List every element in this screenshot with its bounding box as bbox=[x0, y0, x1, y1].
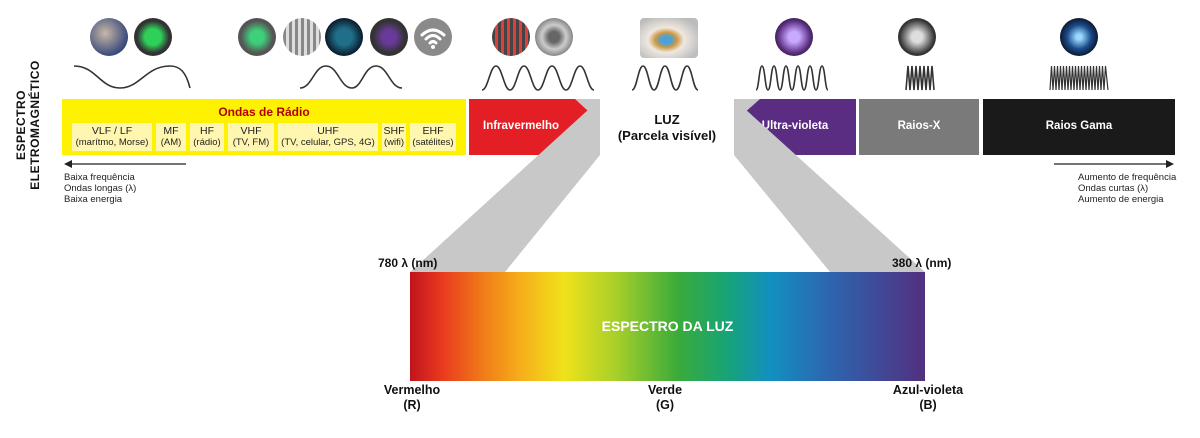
subband-name: HF bbox=[200, 125, 214, 137]
wifi-icon bbox=[414, 18, 452, 56]
subband-desc: (rádio) bbox=[193, 137, 221, 148]
light-label: LUZ (Parcela visível) bbox=[617, 112, 717, 143]
waves-layer bbox=[73, 65, 1109, 91]
subband-name: SHF bbox=[383, 125, 405, 137]
security-camera-icon bbox=[535, 18, 573, 56]
low-frequency-notes: Baixa frequência Ondas longas (λ) Baixa … bbox=[64, 172, 136, 205]
uv-lamp-icon bbox=[775, 18, 813, 56]
note-line: Baixa energia bbox=[64, 194, 123, 205]
xray-hand-icon bbox=[898, 18, 936, 56]
color-code: (B) bbox=[919, 398, 937, 412]
wavelength-780: 780 λ (nm) bbox=[378, 256, 438, 270]
subband-shf: SHF(wifi) bbox=[382, 123, 406, 151]
infrared-corner bbox=[575, 99, 600, 122]
wave-radio-mid bbox=[299, 65, 403, 89]
wave-radio-low bbox=[73, 65, 191, 89]
color-blue-label: Azul-violeta (B) bbox=[880, 383, 976, 413]
ship-radio-icon bbox=[90, 18, 128, 56]
color-name: Azul-violeta bbox=[892, 383, 964, 397]
eye-icon bbox=[640, 18, 698, 58]
xray-label: Raios-X bbox=[897, 120, 941, 132]
note-line: Aumento de frequência bbox=[1078, 172, 1177, 183]
infrared-sensor-icon bbox=[492, 18, 530, 56]
mobile-phone-icon bbox=[238, 18, 276, 56]
subband-desc: (TV, FM) bbox=[232, 137, 270, 148]
television-icon bbox=[370, 18, 408, 56]
gamma-band: Raios Gama bbox=[983, 99, 1175, 155]
uv-corner bbox=[734, 99, 760, 122]
subband-name: EHF bbox=[422, 125, 444, 137]
wavelength-380: 380 λ (nm) bbox=[892, 256, 952, 270]
xray-band: Raios-X bbox=[859, 99, 979, 155]
right-arrowhead bbox=[1166, 160, 1174, 168]
subband-mf: MF(AM) bbox=[156, 123, 186, 151]
subband-vhf: VHF(TV, FM) bbox=[228, 123, 274, 151]
subband-vlf-lf: VLF / LF(marítmo, Morse) bbox=[72, 123, 152, 151]
color-name: Verde bbox=[647, 383, 683, 397]
subband-name: MF bbox=[163, 125, 179, 137]
color-green-label: Verde (G) bbox=[630, 383, 700, 413]
subband-desc: (AM) bbox=[160, 137, 182, 148]
ultraviolet-label: Ultra-violeta bbox=[761, 120, 829, 132]
subband-name: VLF / LF bbox=[91, 125, 133, 137]
funnel-left bbox=[410, 99, 600, 272]
gamma-burst-icon bbox=[1060, 18, 1098, 56]
note-line: Baixa frequência bbox=[64, 172, 135, 183]
fm-radio-icon bbox=[283, 18, 321, 56]
funnel-right bbox=[734, 99, 925, 272]
high-frequency-notes: Aumento de frequência Ondas curtas (λ) A… bbox=[1078, 172, 1176, 205]
color-red-label: Vermelho (R) bbox=[372, 383, 452, 413]
subband-name: VHF bbox=[240, 125, 262, 137]
wave-infrared bbox=[481, 65, 595, 91]
subband-desc: (satélites) bbox=[412, 137, 454, 148]
subband-name: UHF bbox=[317, 125, 339, 137]
wave-uv bbox=[755, 65, 829, 91]
note-line: Ondas longas (λ) bbox=[64, 183, 137, 194]
wave-xray bbox=[905, 65, 935, 91]
subband-desc: (marítmo, Morse) bbox=[75, 137, 149, 148]
subband-uhf: UHF(TV, celular, GPS, 4G) bbox=[278, 123, 378, 151]
left-arrowhead bbox=[64, 160, 72, 168]
note-line: Ondas curtas (λ) bbox=[1078, 183, 1149, 194]
car-display-icon bbox=[325, 18, 363, 56]
wave-light bbox=[631, 65, 699, 91]
subband-hf: HF(rádio) bbox=[190, 123, 224, 151]
color-code: (R) bbox=[403, 398, 421, 412]
subband-desc: (wifi) bbox=[383, 137, 405, 148]
color-code: (G) bbox=[655, 398, 675, 412]
note-line: Aumento de energia bbox=[1078, 194, 1164, 205]
radio-waves-band: Ondas de Rádio VLF / LF(marítmo, Morse) … bbox=[62, 99, 466, 155]
radio-waves-title: Ondas de Rádio bbox=[218, 105, 310, 119]
light-spectrum-label: ESPECTRO DA LUZ bbox=[601, 318, 734, 334]
wave-gamma bbox=[1049, 65, 1109, 91]
gamma-label: Raios Gama bbox=[1045, 120, 1113, 132]
light-spectrum-bar: ESPECTRO DA LUZ bbox=[410, 272, 925, 381]
gps-device-icon bbox=[134, 18, 172, 56]
infrared-label: Infravermelho bbox=[483, 120, 560, 132]
color-name: Vermelho bbox=[383, 383, 441, 397]
subband-ehf: EHF(satélites) bbox=[410, 123, 456, 151]
subband-desc: (TV, celular, GPS, 4G) bbox=[281, 137, 375, 148]
